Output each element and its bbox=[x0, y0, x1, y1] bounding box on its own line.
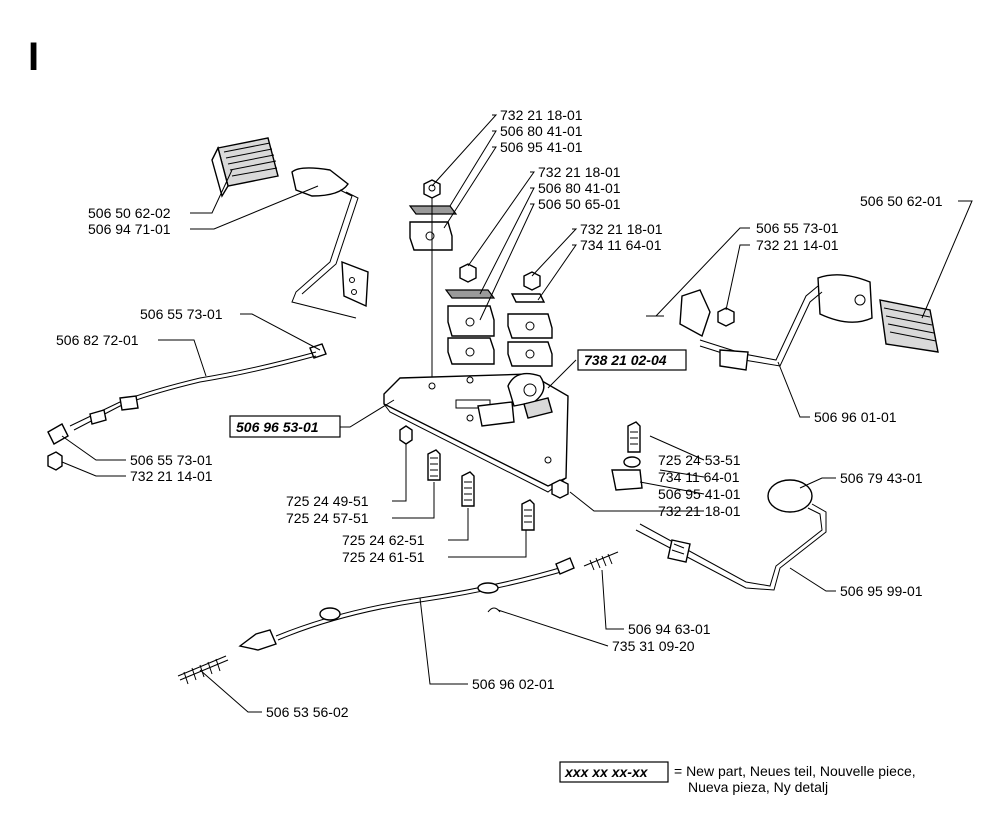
label-nut-bottom-left: 732 21 14-01 bbox=[130, 468, 213, 484]
label-pedal-pad-right: 506 50 62-01 bbox=[860, 193, 943, 209]
label-new-part-center: 738 21 02-04 bbox=[584, 352, 667, 368]
right-hardware-drawing bbox=[551, 421, 643, 499]
label-ball-joint-top-left: 506 55 73-01 bbox=[140, 306, 223, 322]
legend-line-2: Nueva pieza, Ny detalj bbox=[688, 779, 828, 795]
legend-sample: xxx xx xx-xx bbox=[564, 764, 649, 780]
label-knob: 506 79 43-01 bbox=[840, 470, 923, 486]
label-nut-r4: 732 21 18-01 bbox=[658, 503, 741, 519]
label-block-top-1: 506 95 41-01 bbox=[500, 139, 583, 155]
pedal-pad-left-drawing bbox=[211, 137, 279, 198]
label-nut-top-3: 732 21 18-01 bbox=[580, 221, 663, 237]
cable-bottom-drawing bbox=[177, 551, 619, 685]
legend-line-1: = New part, Neues teil, Nouvelle piece, bbox=[674, 763, 916, 779]
label-spring-top: 506 94 63-01 bbox=[628, 621, 711, 637]
cable-left-drawing bbox=[47, 343, 327, 471]
stack-2-drawing bbox=[444, 263, 496, 365]
new-part-box-plate bbox=[229, 415, 341, 438]
label-spring-bottom: 506 53 56-02 bbox=[266, 704, 349, 720]
new-part-box-center bbox=[577, 349, 687, 371]
label-nut-right: 732 21 14-01 bbox=[756, 237, 839, 253]
label-rod: 506 95 99-01 bbox=[840, 583, 923, 599]
legend: xxx xx xx-xx = New part, Neues teil, Nou… bbox=[559, 761, 916, 795]
pedal-right-drawing bbox=[646, 274, 939, 371]
label-bolt-r2: 734 11 64-01 bbox=[658, 469, 740, 485]
section-letter: I bbox=[28, 35, 39, 79]
label-screw-d: 725 24 61-51 bbox=[342, 549, 425, 565]
label-ball-joint-bottom-left: 506 55 73-01 bbox=[130, 452, 213, 468]
label-nut-top-1: 732 21 18-01 bbox=[500, 107, 583, 123]
pedal-arm-left-drawing bbox=[291, 167, 369, 319]
label-plate-top-1: 506 80 41-01 bbox=[500, 123, 583, 139]
label-cable-bottom: 506 96 02-01 bbox=[472, 676, 555, 692]
label-pedal-arm-left: 506 94 71-01 bbox=[88, 221, 171, 237]
label-new-part-plate: 506 96 53-01 bbox=[236, 419, 319, 435]
label-pedal-arm-right: 506 96 01-01 bbox=[814, 409, 897, 425]
label-block-r3: 506 95 41-01 bbox=[658, 486, 741, 502]
label-bolt-top-3: 734 11 64-01 bbox=[580, 237, 662, 253]
label-block-top-2: 506 50 65-01 bbox=[538, 196, 621, 212]
label-plate-top-2: 506 80 41-01 bbox=[538, 180, 621, 196]
label-cable-left: 506 82 72-01 bbox=[56, 332, 139, 348]
label-nut-top-2: 732 21 18-01 bbox=[538, 164, 621, 180]
label-screw-r1: 725 24 53-51 bbox=[658, 452, 741, 468]
labels: 506 50 62-02 506 94 71-01 732 21 18-01 5… bbox=[56, 107, 943, 720]
label-ball-joint-right: 506 55 73-01 bbox=[756, 220, 839, 236]
label-screw-a: 725 24 49-51 bbox=[286, 493, 369, 509]
label-screw-b: 725 24 57-51 bbox=[286, 510, 369, 526]
label-clip: 735 31 09-20 bbox=[612, 638, 695, 654]
label-screw-c: 725 24 62-51 bbox=[342, 532, 425, 548]
legend-sample-box bbox=[559, 761, 669, 783]
label-pedal-pad-left: 506 50 62-02 bbox=[88, 205, 171, 221]
leader-lines bbox=[61, 114, 973, 713]
stack-3-drawing bbox=[507, 271, 553, 367]
screws-drawing bbox=[399, 425, 535, 531]
